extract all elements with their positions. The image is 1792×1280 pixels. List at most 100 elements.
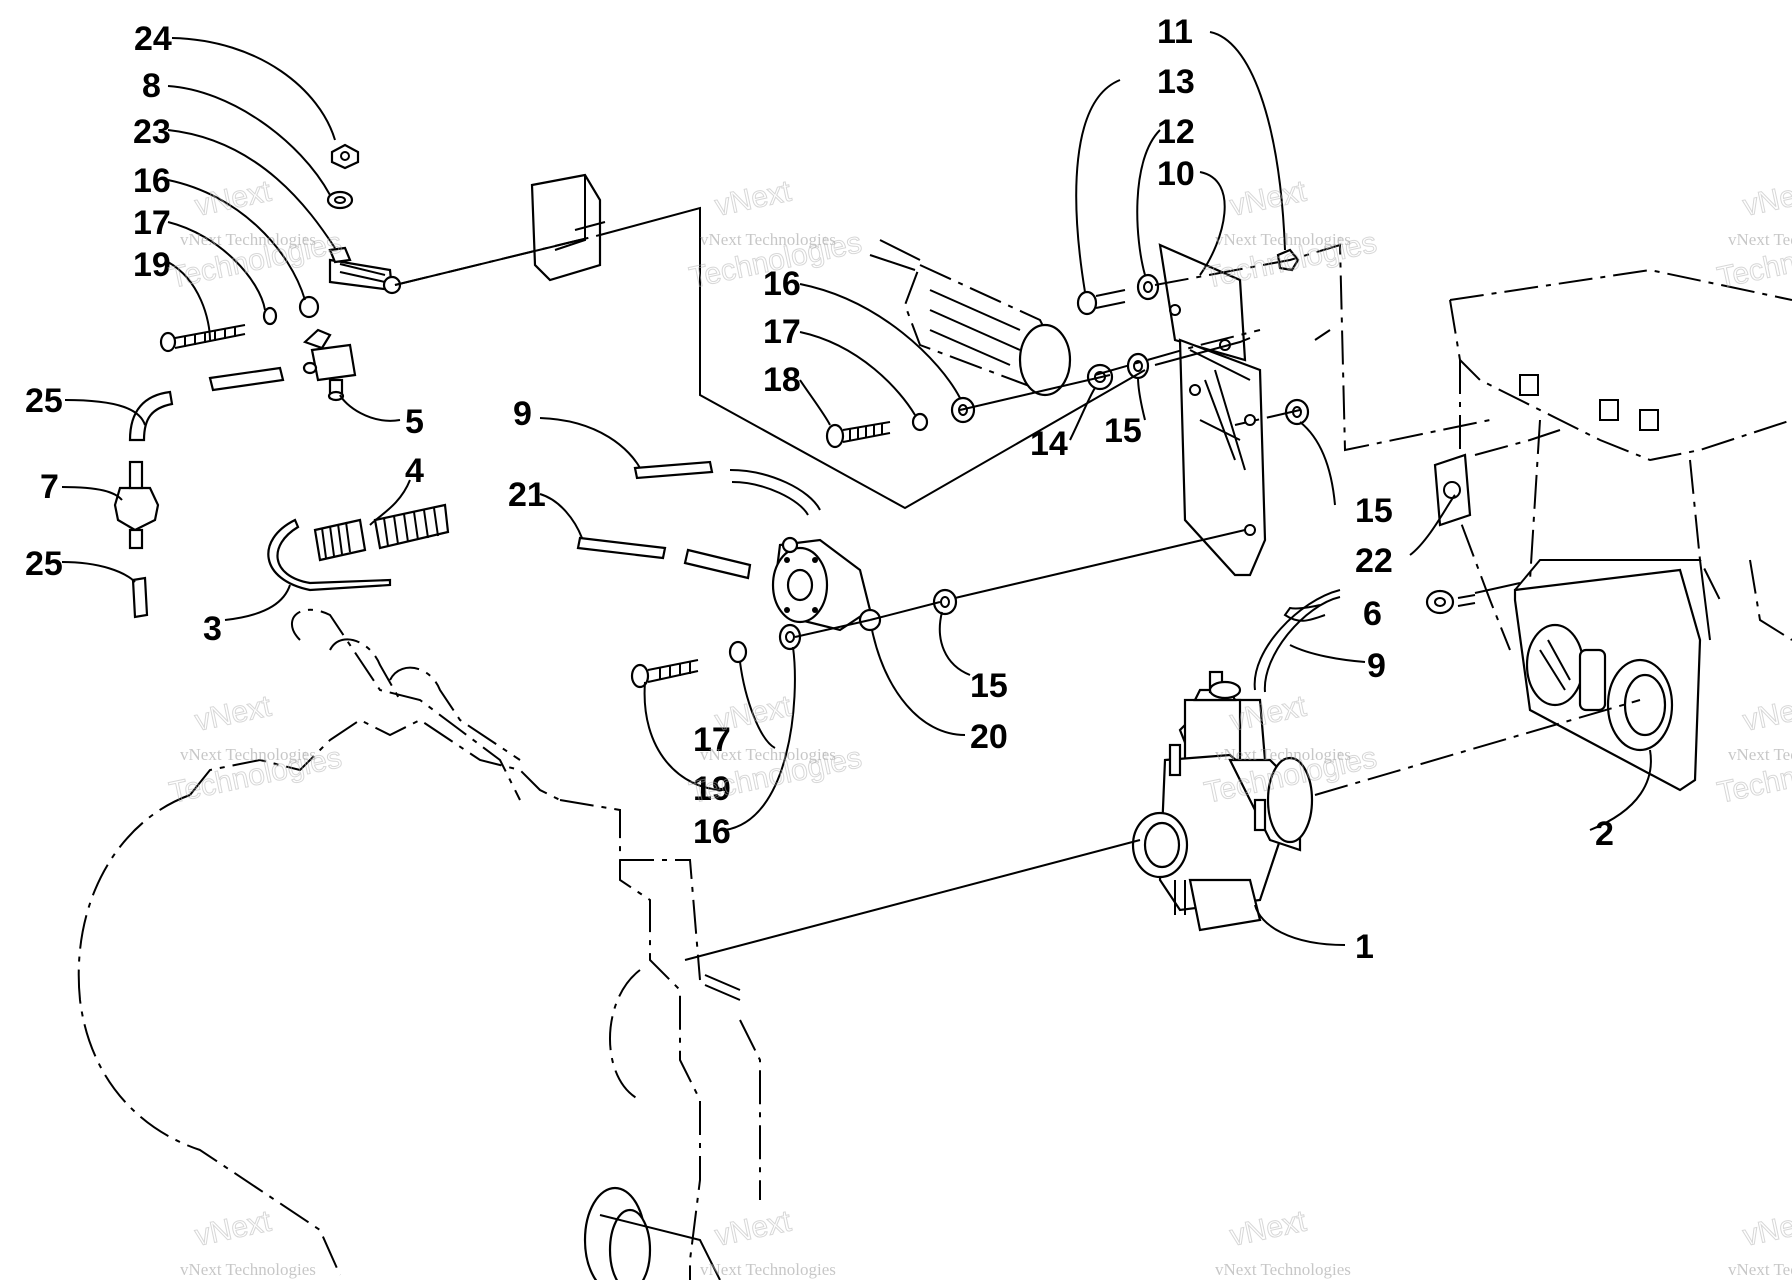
- svg-text:vNext Technologies: vNext Technologies: [1215, 745, 1351, 764]
- callout-17-bottom: 17: [693, 721, 731, 759]
- svg-text:vNext: vNext: [712, 1205, 795, 1253]
- svg-text:vNext: vNext: [1227, 175, 1310, 223]
- spacer-15-right: [1284, 398, 1310, 426]
- fuel-shutoff-valve: [302, 328, 357, 402]
- callout-25-lower: 25: [25, 545, 63, 583]
- callout-19-bottom: 19: [693, 770, 731, 808]
- springs-4: [313, 503, 450, 562]
- callout-23: 23: [133, 113, 171, 151]
- watermark-tile: vNext vNext Technologies: [700, 1204, 836, 1279]
- watermark-tile: vNext vNext Technologies: [1215, 1204, 1351, 1279]
- svg-text:vNext: vNext: [1227, 690, 1310, 738]
- watermark-tile: vNext vNext Technologies Technologies: [1201, 174, 1380, 295]
- callout-3: 3: [203, 610, 222, 648]
- electrical-coil: [869, 239, 1072, 397]
- svg-text:vNext Technologies: vNext Technologies: [180, 745, 316, 764]
- air-intake-housing: [1513, 559, 1711, 792]
- fuel-filter-7: [113, 460, 160, 550]
- callout-15-right: 15: [1355, 492, 1393, 530]
- spacer-15-center: [932, 588, 958, 616]
- svg-text:vNext Technologies: vNext Technologies: [1728, 1260, 1792, 1279]
- callout-9-left: 9: [513, 395, 532, 433]
- svg-text:vNext: vNext: [712, 690, 795, 738]
- mounting-bracket: [1158, 243, 1267, 577]
- callout-16-mid: 16: [763, 265, 801, 303]
- ring-clip-3: [267, 518, 392, 592]
- screw-and-washer-6: [1425, 582, 1521, 615]
- svg-text:vNext Technologies: vNext Technologies: [700, 1260, 836, 1279]
- callout-9-right: 9: [1367, 647, 1386, 685]
- nut-24-washer-8: [326, 143, 360, 210]
- callout-7: 7: [40, 468, 59, 506]
- watermark-tile: vNext vNext Technologies Technologies: [1714, 689, 1792, 810]
- watermark-tile: vNext vNext Technologies: [1728, 1204, 1792, 1279]
- watermark-tile: vNext vNext Technologies Technologies: [1201, 689, 1380, 810]
- callout-12: 12: [1157, 113, 1195, 151]
- screw-19-top: [159, 295, 320, 353]
- svg-text:vNext: vNext: [1740, 175, 1792, 223]
- carburetor: [1131, 670, 1314, 932]
- fuel-line-9-right-b: [1263, 596, 1341, 693]
- callout-16-bottom: 16: [693, 813, 731, 851]
- assembly-lines: [394, 206, 1641, 961]
- callout-6: 6: [1363, 595, 1382, 633]
- leader-lines: [61, 31, 1652, 946]
- callout-5: 5: [405, 403, 424, 441]
- engine-output-shaft: [583, 974, 741, 1280]
- callout-16-top: 16: [133, 162, 171, 200]
- fuel-pump: [771, 536, 882, 632]
- callout-21: 21: [508, 476, 546, 514]
- svg-text:vNext Technologies: vNext Technologies: [700, 230, 836, 249]
- callout-11: 11: [1157, 13, 1193, 51]
- engine-outline: [77, 608, 761, 1280]
- callout-8: 8: [142, 67, 161, 105]
- callout-10: 10: [1157, 155, 1195, 193]
- callout-20: 20: [970, 718, 1008, 756]
- callout-1: 1: [1355, 928, 1374, 966]
- callout-17-mid: 17: [763, 313, 801, 351]
- watermark-tile: vNext vNext Technologies Technologies: [166, 689, 345, 810]
- callout-25-upper: 25: [25, 382, 63, 420]
- bracket-clamp-23: [328, 246, 402, 295]
- svg-text:vNext: vNext: [1740, 690, 1792, 738]
- throttle-block: [530, 173, 606, 282]
- svg-text:vNext Technologies: vNext Technologies: [1215, 1260, 1351, 1279]
- fuel-line-9-right: [1253, 589, 1341, 691]
- callout-14: 14: [1030, 425, 1068, 463]
- watermark-tile: vNext vNext Technologies: [180, 1204, 316, 1279]
- svg-text:vNext: vNext: [192, 690, 275, 738]
- svg-text:vNext Technologies: vNext Technologies: [1728, 230, 1792, 249]
- callout-15-mid: 15: [1104, 412, 1142, 450]
- svg-text:vNext: vNext: [192, 175, 275, 223]
- watermark-tile: vNext vNext Technologies Technologies: [1714, 174, 1792, 295]
- svg-text:vNext: vNext: [712, 175, 795, 223]
- svg-text:vNext Technologies: vNext Technologies: [180, 1260, 316, 1279]
- hose-25-lower: [131, 576, 149, 619]
- svg-text:vNext: vNext: [192, 1205, 275, 1253]
- callout-24: 24: [134, 20, 172, 58]
- watermark-tile: vNext vNext Technologies Technologies: [686, 174, 865, 295]
- watermark-tile: vNext vNext Technologies Technologies: [166, 174, 345, 295]
- hose-25-upper: [128, 366, 285, 442]
- watermark-tile: vNext vNext Technologies Technologies: [686, 689, 865, 810]
- svg-text:vNext Technologies: vNext Technologies: [1215, 230, 1351, 249]
- callout-15-lower: 15: [970, 667, 1008, 705]
- svg-text:vNext Technologies: vNext Technologies: [700, 745, 836, 764]
- hose-9-upper: [633, 460, 821, 516]
- svg-text:vNext: vNext: [1740, 1205, 1792, 1253]
- screw-13-washer-12: [1076, 273, 1160, 316]
- hose-21: [576, 536, 752, 580]
- air-silencer-box: [1449, 268, 1792, 651]
- screw-18-stack: [825, 396, 976, 449]
- svg-text:vNext Technologies: vNext Technologies: [1728, 745, 1792, 764]
- callout-22: 22: [1355, 542, 1393, 580]
- decal-plate: [1433, 453, 1472, 527]
- callout-4: 4: [405, 452, 424, 490]
- screw-19-bottom-stack: [630, 623, 802, 689]
- callout-18: 18: [763, 361, 801, 399]
- svg-text:vNext: vNext: [1227, 1205, 1310, 1253]
- callout-13: 13: [1157, 63, 1195, 101]
- callout-17-top: 17: [133, 204, 171, 242]
